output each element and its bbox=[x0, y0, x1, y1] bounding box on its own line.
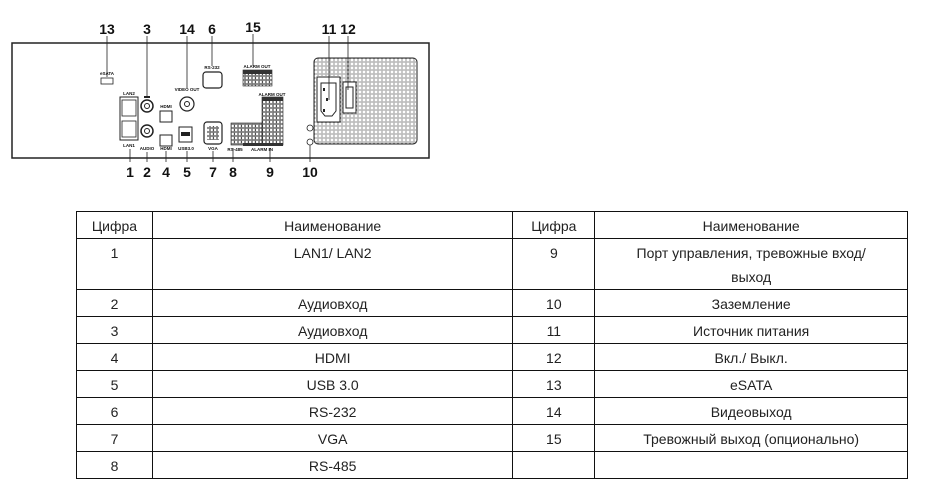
callout-8: 8 bbox=[229, 164, 237, 180]
vga-port bbox=[203, 121, 223, 145]
callout-14: 14 bbox=[179, 21, 195, 37]
callout-1: 1 bbox=[126, 164, 134, 180]
cell-number: 9 bbox=[512, 238, 596, 290]
cell-number bbox=[512, 451, 596, 479]
cell-number: 13 bbox=[512, 370, 596, 398]
usb-label: USB3.0 bbox=[178, 146, 194, 151]
cell-number: 14 bbox=[512, 397, 596, 425]
cell-number: 8 bbox=[76, 451, 153, 479]
cell-number: 11 bbox=[512, 316, 596, 344]
header-name: Наименование bbox=[151, 211, 514, 239]
audio-in-top bbox=[140, 99, 154, 113]
usb-port bbox=[178, 126, 193, 143]
cell-name: eSATA bbox=[594, 370, 908, 398]
header-name: Наименование bbox=[594, 211, 908, 239]
cell-name: VGA bbox=[151, 424, 514, 452]
rear-panel-diagram: eSATA LAN2 LAN1 AUDIO HDMI HDMI VIDEO OU… bbox=[11, 19, 430, 180]
cell-number: 1 bbox=[76, 238, 153, 290]
cell-number: 3 bbox=[76, 316, 153, 344]
cell-name: Тревожный выход (опционально) bbox=[594, 424, 908, 452]
alarm-out-top-label: ALARM OUT bbox=[244, 64, 271, 69]
callout-3: 3 bbox=[143, 21, 151, 37]
hdmi-port-top bbox=[159, 110, 173, 123]
alarm-in-label: ALARM IN bbox=[251, 147, 273, 152]
lan-ports bbox=[119, 96, 139, 141]
hdmi-port-bottom bbox=[159, 134, 173, 147]
cell-name bbox=[594, 451, 908, 479]
callout-5: 5 bbox=[183, 164, 191, 180]
cell-name: Аудиовход bbox=[151, 289, 514, 317]
cell-number: 7 bbox=[76, 424, 153, 452]
cell-name: Порт управления, тревожные вход/ выход bbox=[594, 238, 908, 290]
alarm-terminal-bottom bbox=[230, 122, 263, 146]
cell-name: LAN1/ LAN2 bbox=[151, 238, 514, 290]
rs232-label: RS-232 bbox=[204, 65, 220, 70]
lan2-label: LAN2 bbox=[123, 91, 135, 96]
cell-number: 6 bbox=[76, 397, 153, 425]
vga-label: VGA bbox=[208, 146, 219, 151]
header-number: Цифра bbox=[76, 211, 153, 239]
ground-symbol bbox=[306, 124, 314, 132]
callout-15: 15 bbox=[245, 19, 261, 35]
callout-10: 10 bbox=[302, 164, 318, 180]
video-out-label: VIDEO OUT bbox=[175, 87, 200, 92]
callout-7: 7 bbox=[209, 164, 217, 180]
hdmi-bottom-label: HDMI bbox=[160, 146, 172, 151]
audio-in-bottom bbox=[140, 124, 154, 138]
cell-number: 12 bbox=[512, 343, 596, 371]
lan1-label: LAN1 bbox=[123, 143, 135, 148]
cell-name: USB 3.0 bbox=[151, 370, 514, 398]
callout-12: 12 bbox=[340, 21, 356, 37]
callout-2: 2 bbox=[143, 164, 151, 180]
cell-number: 2 bbox=[76, 289, 153, 317]
hdmi-top-label: HDMI bbox=[160, 104, 172, 109]
header-number: Цифра bbox=[512, 211, 596, 239]
cell-name: Заземление bbox=[594, 289, 908, 317]
table-header-row: Цифра Наименование Цифра Наименование bbox=[76, 211, 908, 239]
esata-port bbox=[100, 77, 114, 85]
callout-11: 11 bbox=[322, 21, 337, 37]
callout-6: 6 bbox=[208, 21, 216, 37]
cell-name: RS-485 bbox=[151, 451, 514, 479]
cell-number: 5 bbox=[76, 370, 153, 398]
cell-name: Аудиовход bbox=[151, 316, 514, 344]
cell-name: Видеовыход bbox=[594, 397, 908, 425]
callout-13: 13 bbox=[99, 21, 115, 37]
cell-name: Вкл./ Выкл. bbox=[594, 343, 908, 371]
rs485-label: RS-485 bbox=[227, 147, 243, 152]
cell-number: 15 bbox=[512, 424, 596, 452]
power-inlet bbox=[316, 76, 341, 123]
alarm-terminal-right bbox=[261, 96, 284, 146]
audio-label: AUDIO bbox=[140, 146, 155, 151]
cell-number: 10 bbox=[512, 289, 596, 317]
alarm-out-right-label: ALARM OUT bbox=[259, 92, 286, 97]
cell-name: Источник питания bbox=[594, 316, 908, 344]
rs232-port bbox=[202, 71, 223, 89]
callout-9: 9 bbox=[266, 164, 274, 180]
video-out-bnc bbox=[179, 96, 195, 112]
cell-name: RS-232 bbox=[151, 397, 514, 425]
cell-number: 4 bbox=[76, 343, 153, 371]
cell-name: HDMI bbox=[151, 343, 514, 371]
callout-4: 4 bbox=[162, 164, 170, 180]
